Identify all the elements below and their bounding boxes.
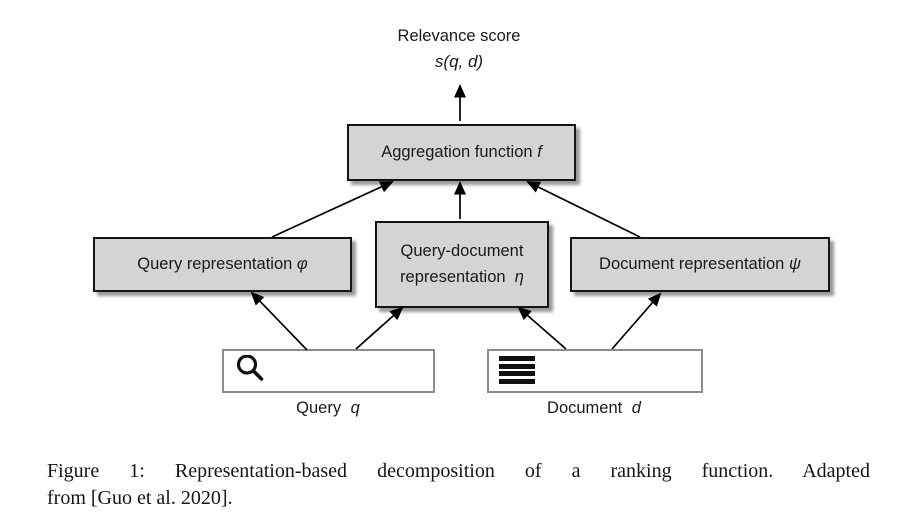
document-label: Document d bbox=[494, 399, 694, 418]
document-input-box bbox=[487, 349, 703, 393]
document-representation-symbol: ψ bbox=[788, 255, 801, 273]
node-document-representation: Document representation ψ bbox=[570, 237, 830, 292]
document-label-text: Document bbox=[547, 399, 623, 417]
qd-representation-label: representation bbox=[400, 267, 506, 286]
qd-representation-line2: representation η bbox=[400, 265, 524, 291]
query-label-text: Query bbox=[296, 399, 342, 417]
relevance-score-label: Relevance score bbox=[397, 27, 521, 45]
figure-caption: Figure 1: Representation-based decomposi… bbox=[47, 458, 870, 512]
query-input-box bbox=[222, 349, 435, 393]
document-representation-label: Document representation bbox=[599, 255, 785, 273]
arrow-query-to-qd-repr bbox=[355, 306, 404, 350]
qd-representation-line1: Query-document bbox=[400, 241, 524, 260]
arrow-query-repr-to-aggregation bbox=[271, 181, 394, 238]
aggregation-label: Aggregation function bbox=[381, 143, 533, 161]
aggregation-symbol: f bbox=[537, 143, 542, 161]
relevance-score-formula: s(q, d) bbox=[434, 52, 484, 71]
text-lines-icon bbox=[499, 356, 535, 386]
query-representation-label: Query representation bbox=[137, 255, 293, 273]
node-query-representation: Query representation φ bbox=[93, 237, 352, 292]
node-aggregation-function: Aggregation function f bbox=[347, 124, 576, 181]
caption-line2: from [Guo et al. 2020]. bbox=[47, 487, 233, 509]
node-query-document-representation: Query-document representation η bbox=[375, 221, 549, 308]
qd-representation-symbol: η bbox=[514, 267, 524, 286]
query-representation-symbol: φ bbox=[296, 255, 308, 273]
arrow-query-to-query-repr bbox=[250, 291, 308, 351]
caption-line1: Figure 1: Representation-based decomposi… bbox=[47, 460, 870, 482]
document-symbol: d bbox=[631, 399, 641, 417]
query-symbol: q bbox=[350, 399, 360, 417]
query-label: Query q bbox=[228, 399, 428, 418]
arrow-document-to-qd-repr bbox=[517, 306, 567, 350]
arrow-document-to-doc-repr bbox=[611, 292, 662, 350]
magnifier-icon bbox=[236, 355, 264, 381]
